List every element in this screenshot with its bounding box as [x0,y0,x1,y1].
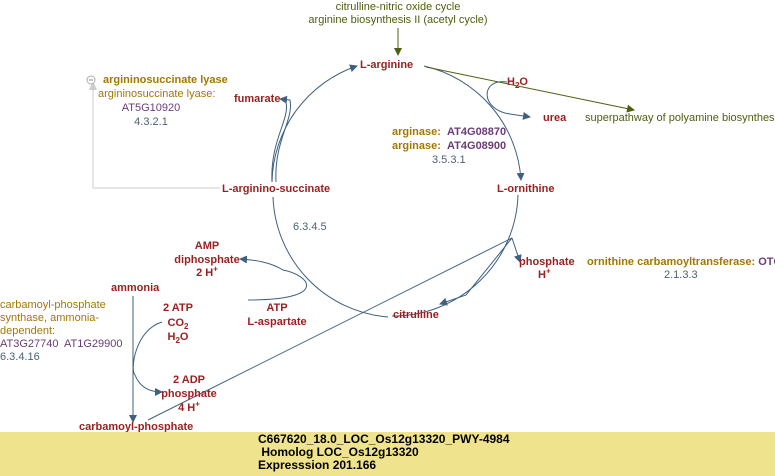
metabolite-amp[interactable]: AMP [194,240,220,252]
link-arginine-biosynthesis[interactable]: arginine biosynthesis II (acetyl cycle) [308,14,488,26]
metabolite-phosphate-2[interactable]: phosphate [161,388,217,400]
metabolite-2adp[interactable]: 2 ADP [173,374,205,386]
ec-2-1-3-3[interactable]: 2.1.3.3 [664,269,698,281]
arginase-label: arginase: [392,140,441,152]
gene-at5g10920[interactable]: AT5G10920 [121,102,181,114]
4h-label: 4 H [178,402,196,414]
metabolite-l-arginine[interactable]: L-arginine [360,59,414,71]
metabolite-proton[interactable]: H+ [538,266,551,281]
metabolite-citrulline[interactable]: citrulline [393,309,439,321]
metabolite-water[interactable]: H2O [507,76,528,91]
metabolite-atp[interactable]: ATP [266,302,288,314]
otc-label: ornithine carbamoyltransferase: [587,256,756,268]
water-2-label: H [167,331,176,343]
metabolite-diphosphate[interactable]: diphosphate [174,254,240,266]
ec-4-3-2-1[interactable]: 4.3.2.1 [134,116,168,128]
enzyme-arginase-2[interactable]: arginase: AT4G08900 [392,139,506,153]
ass-arc [272,196,389,318]
metabolite-l-aspartate[interactable]: L-aspartate [247,316,307,328]
enzyme-cps-line1[interactable]: carbamoyl-phosphate [0,299,106,311]
info-line-1: C667620_18.0_LOC_Os12g13320_PWY-4984 [258,432,510,446]
enzyme-argininosuccinate-lyase[interactable]: argininosuccinate lyase: [98,88,216,100]
genes-cps[interactable]: AT3G27740 AT1G29900 [0,338,123,350]
info-line-3: Expresssion 201.166 [258,458,377,472]
gene-at4g08900[interactable]: AT4G08900 [447,140,507,152]
metabolite-l-ornithine[interactable]: L-ornithine [497,183,555,195]
ec-3-5-3-1[interactable]: 3.5.3.1 [432,154,466,166]
metabolite-2atp[interactable]: 2 ATP [163,302,193,314]
metabolite-l-arginino-succinate[interactable]: L-arginino-succinate [222,183,331,195]
enzyme-argininosuccinate-lyase-title[interactable]: argininosuccinate lyase [103,74,228,86]
metabolite-ammonia[interactable]: ammonia [111,282,160,294]
gene-at4g08870[interactable]: AT4G08870 [447,126,507,138]
info-line-2: Homolog LOC_Os12g13320 [258,445,419,459]
water-label: H [507,76,515,88]
arginase-label: arginase: [392,126,441,138]
metabolite-urea[interactable]: urea [543,112,567,124]
metabolite-4h[interactable]: 4 H+ [178,399,200,414]
enzyme-arginase-1[interactable]: arginase: AT4G08870 [392,125,506,139]
enzyme-ornithine-carbamoyltransferase[interactable]: ornithine carbamoyltransferase: OTC [587,255,775,269]
link-superpathway-polyamine[interactable]: superpathway of polyamine biosynthesis [585,112,775,124]
enzyme-cps-line2[interactable]: synthase, ammonia- [0,312,100,324]
ec-6-3-4-16[interactable]: 6.3.4.16 [0,351,40,363]
metabolite-fumarate[interactable]: fumarate [234,93,281,105]
link-citrulline-nitric-oxide-cycle[interactable]: citrulline-nitric oxide cycle [335,1,461,13]
proton-label: H [538,269,546,281]
co2-label: CO [167,317,185,329]
metabolite-2h[interactable]: 2 H+ [196,264,218,279]
metabolite-carbamoyl-phosphate[interactable]: carbamoyl-phosphate [79,421,194,433]
enzyme-cps-line3[interactable]: dependent: [0,325,56,337]
info-panel: C667620_18.0_LOC_Os12g13320_PWY-4984 Hom… [0,432,775,476]
metabolite-co2[interactable]: CO2 [167,317,189,332]
metabolite-water-2[interactable]: H2O [167,331,189,346]
2h-label: 2 H [196,267,214,279]
ec-6-3-4-5[interactable]: 6.3.4.5 [293,221,327,233]
gene-otc[interactable]: OTC [758,256,775,268]
metabolite-phosphate[interactable]: phosphate [519,256,575,268]
